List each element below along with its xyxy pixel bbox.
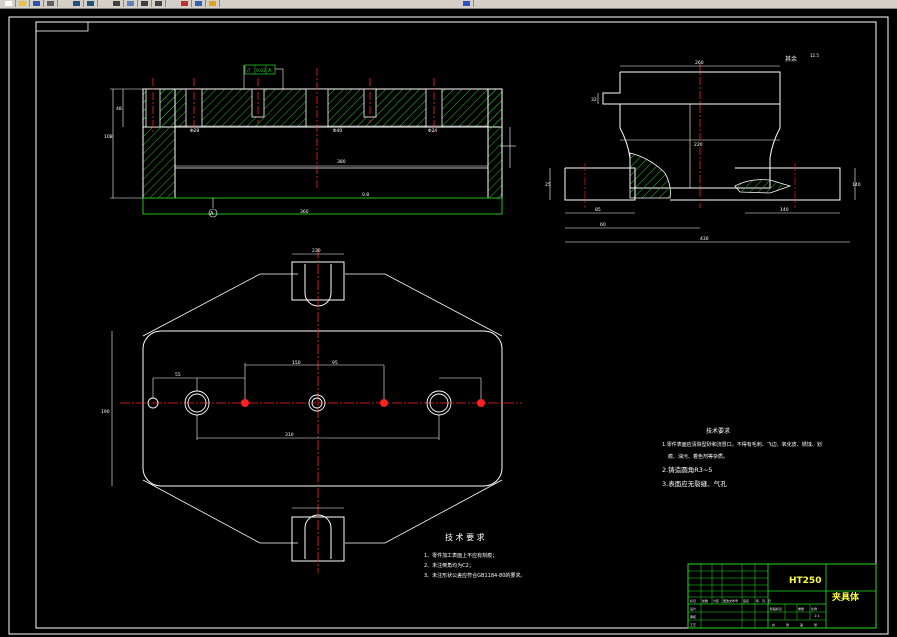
notes-center-item-1: 1、零件加工表面上不应有刻痕； <box>424 552 497 559</box>
undo-icon <box>73 1 80 6</box>
svg-text:重量: 重量 <box>798 606 804 611</box>
help-icon <box>463 1 470 6</box>
open-folder-button[interactable] <box>16 0 30 7</box>
redo-icon <box>87 1 94 6</box>
zoom-window-icon <box>141 1 148 6</box>
properties-button[interactable] <box>178 0 192 7</box>
svg-text:60: 60 <box>600 222 606 228</box>
svg-text:380: 380 <box>337 159 346 165</box>
svg-text:处数: 处数 <box>702 598 708 603</box>
corner-code-box <box>35 21 89 32</box>
svg-text:230: 230 <box>312 248 321 254</box>
notes-center-item-3: 3、未注形状公差应符合GB1184-80的要求。 <box>424 572 525 579</box>
svg-text:360: 360 <box>300 209 309 215</box>
svg-text:220: 220 <box>694 142 703 148</box>
print-button[interactable] <box>44 0 58 7</box>
tool-palette-button[interactable] <box>206 0 220 7</box>
svg-text:260: 260 <box>695 60 704 66</box>
zoom-window-button[interactable] <box>138 0 152 7</box>
zoom-previous-button[interactable] <box>152 0 166 7</box>
pan-button[interactable] <box>110 0 124 7</box>
notes-center-title: 技 术 要 求 <box>445 532 485 542</box>
undo-button[interactable] <box>70 0 84 7</box>
save-icon <box>33 1 40 6</box>
outer-border <box>8 16 889 635</box>
design-center-icon <box>195 1 202 6</box>
svg-text:430: 430 <box>700 236 709 242</box>
redo-button[interactable] <box>84 0 98 7</box>
svg-text:108: 108 <box>104 134 113 140</box>
new-file-button[interactable] <box>2 0 16 7</box>
svg-text:55: 55 <box>175 372 181 378</box>
new-file-icon <box>5 1 12 6</box>
svg-text:85: 85 <box>595 207 601 213</box>
notes-right-item-1: 1.零件表面应清除型砂和浇冒口，不得有毛刺、飞边、氧化皮、锈蚀、划 <box>662 441 822 448</box>
notes-right-title: 技术要求 <box>706 427 730 435</box>
svg-text:25: 25 <box>545 182 551 188</box>
notes-right-item-4: 3.表面应无裂缝、气孔 <box>662 479 727 488</box>
svg-text:签名: 签名 <box>743 598 749 603</box>
svg-text:阶段标记: 阶段标记 <box>770 606 782 611</box>
svg-text:140: 140 <box>852 182 861 188</box>
cad-toolbar <box>0 0 897 9</box>
side-section-view: 260 430 140 85 60 220 25 32 140 其余 12.5 <box>545 53 861 243</box>
svg-text:比例: 比例 <box>811 606 817 611</box>
print-icon <box>47 1 54 6</box>
svg-text:150: 150 <box>292 360 301 366</box>
datum-label: A <box>210 211 214 217</box>
svg-text:95: 95 <box>332 360 338 366</box>
svg-text:更改文件号: 更改文件号 <box>723 598 738 603</box>
inner-frame <box>35 21 877 629</box>
zoom-previous-icon <box>155 1 162 6</box>
tech-notes-right: 技术要求 1.零件表面应清除型砂和浇冒口，不得有毛刺、飞边、氧化皮、锈蚀、划 痕… <box>662 427 822 488</box>
scale-label: 1:1 <box>814 614 820 618</box>
svg-text:32: 32 <box>591 97 597 103</box>
tech-notes-center: 技 术 要 求 1、零件加工表面上不应有刻痕； 2、未注倒角均为C2； 3、未注… <box>424 532 525 579</box>
material-label: HT250 <box>789 576 821 586</box>
pan-icon <box>113 1 120 6</box>
tool-palette-icon <box>209 1 216 6</box>
svg-text:Φ24: Φ24 <box>428 128 437 134</box>
notes-right-item-2: 痕、油污、着色剂等杂质。 <box>668 453 728 460</box>
svg-text:共: 共 <box>772 622 775 627</box>
svg-text:设计: 设计 <box>690 606 696 611</box>
open-folder-icon <box>19 1 26 6</box>
tolerance-frame <box>244 64 276 75</box>
svg-text:Φ28: Φ28 <box>190 128 199 134</box>
svg-text:分区: 分区 <box>713 598 719 603</box>
zoom-realtime-button[interactable] <box>124 0 138 7</box>
svg-text:Φ40: Φ40 <box>333 128 342 134</box>
zoom-realtime-icon <box>127 1 134 6</box>
svg-text:张: 张 <box>814 622 817 627</box>
svg-text:310: 310 <box>285 432 294 438</box>
tolerance-value: 0.02 <box>256 68 266 74</box>
drawing-canvas: 380 360 108 48 Φ40 Φ28 Φ24 0.8 // 0.02 A… <box>8 16 889 635</box>
properties-icon <box>181 1 188 6</box>
section-label: 其余 <box>785 55 797 63</box>
svg-text:第: 第 <box>800 622 803 627</box>
plan-view: 150 95 55 310 190 230 <box>101 248 522 573</box>
tolerance-datum: A <box>268 68 272 74</box>
svg-text:190: 190 <box>101 409 110 415</box>
part-name-label: 夹具体 <box>832 591 860 603</box>
save-button[interactable] <box>30 0 44 7</box>
design-center-button[interactable] <box>192 0 206 7</box>
roughness-note: 12.5 <box>810 53 819 58</box>
svg-text:标记: 标记 <box>690 598 696 603</box>
svg-text:48: 48 <box>116 106 122 112</box>
svg-text:工艺: 工艺 <box>690 622 696 627</box>
help-button[interactable] <box>460 0 474 7</box>
notes-center-item-2: 2、未注倒角均为C2； <box>424 562 474 569</box>
front-section-view: 380 360 108 48 Φ40 Φ28 Φ24 0.8 // 0.02 A… <box>104 64 516 218</box>
svg-text:年、月、日: 年、月、日 <box>756 598 771 603</box>
tolerance-symbol: // <box>247 68 251 74</box>
title-block: HT250 夹具体 1:1 标记 处数 分区 更改文件号 签名 年、月、日 设计… <box>687 563 877 629</box>
svg-text:140: 140 <box>780 207 789 213</box>
svg-text:张: 张 <box>786 622 789 627</box>
notes-right-item-3: 2.铸造圆角R3~5 <box>662 465 712 474</box>
svg-text:审核: 审核 <box>690 614 696 619</box>
svg-text:0.8: 0.8 <box>362 192 369 198</box>
